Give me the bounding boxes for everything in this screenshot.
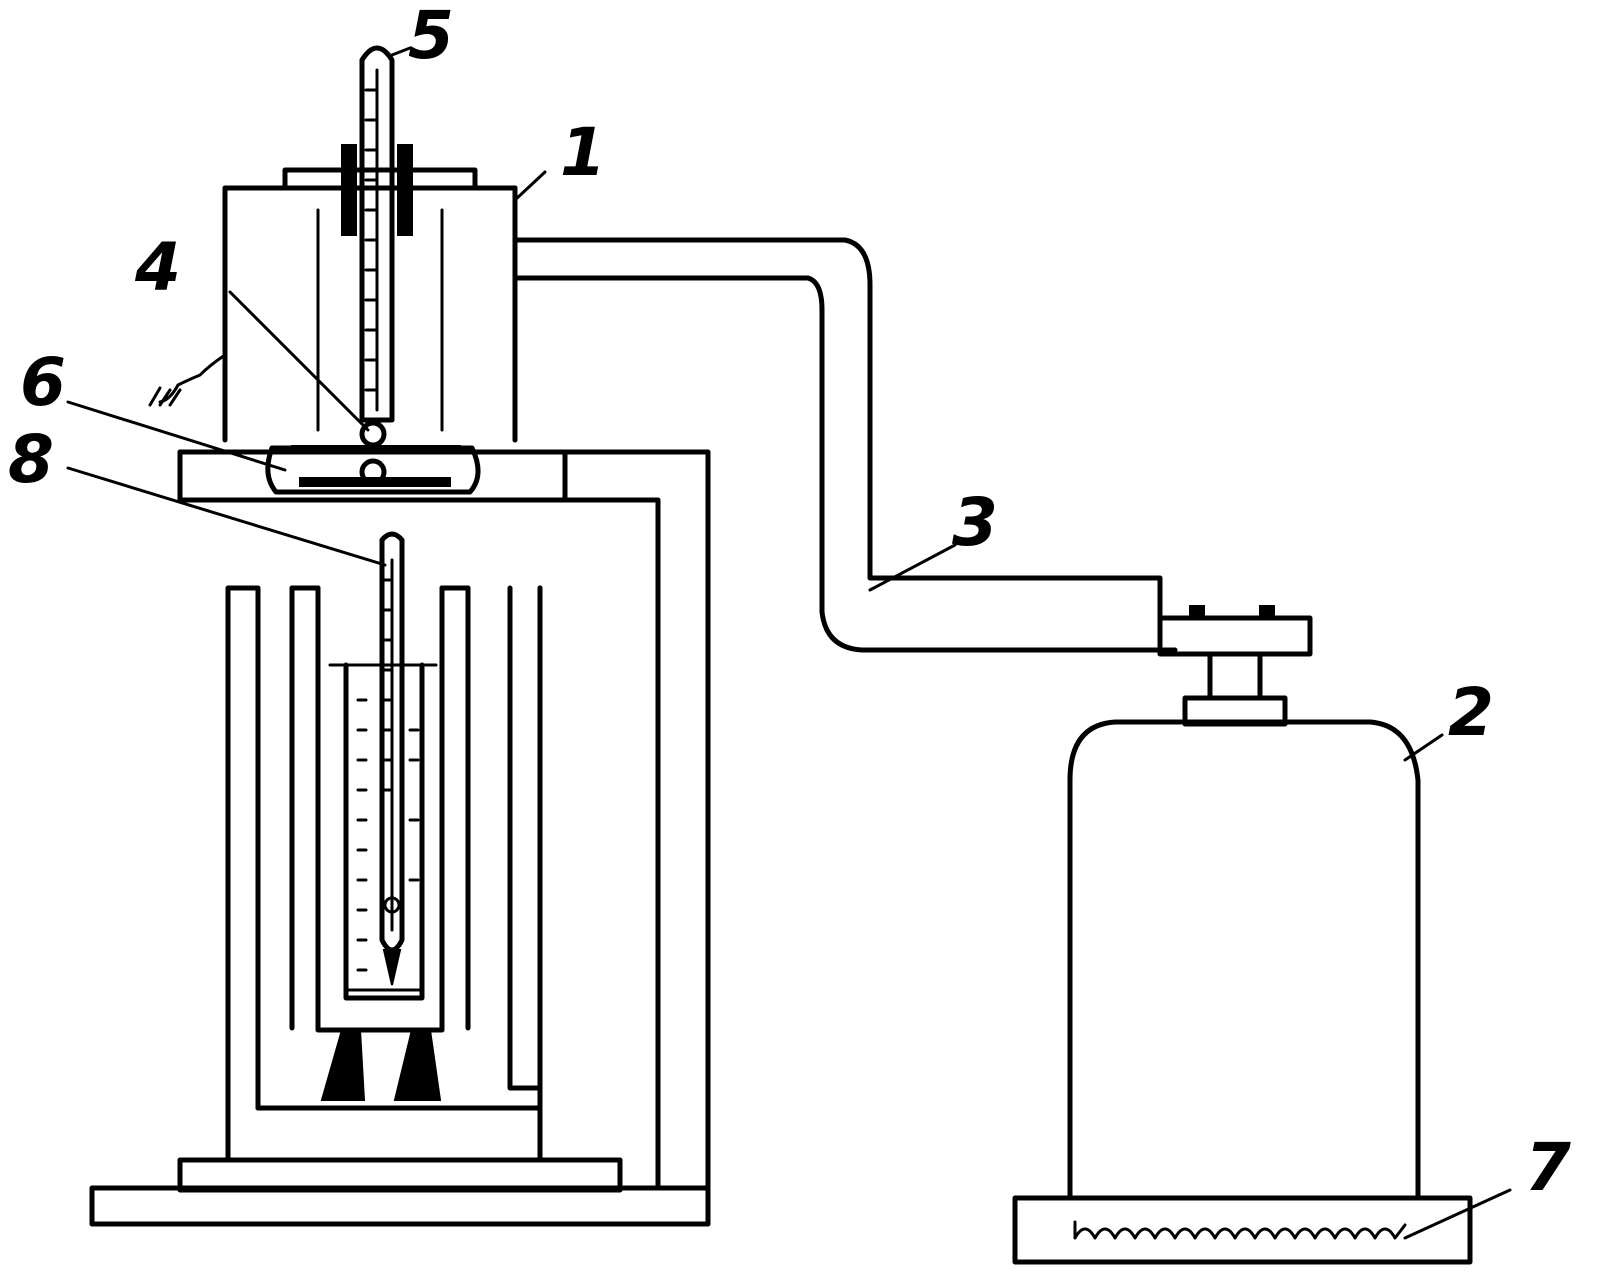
heater: [1012, 1195, 1473, 1265]
label-valve: 4: [134, 229, 181, 306]
cylinder-valve: [1157, 605, 1313, 727]
wire: [148, 353, 227, 407]
top-thermometer: [341, 45, 413, 423]
label-cylinder: 2: [1448, 674, 1494, 751]
inner-frame: [225, 585, 543, 1163]
label-heater: 7: [1525, 1129, 1571, 1206]
gas-cylinder: [1067, 719, 1421, 1201]
label-tube-thermometer: 8: [8, 421, 54, 498]
tube-supports: [320, 1029, 442, 1101]
label-hose: 3: [952, 484, 998, 561]
label-clamp: 6: [20, 344, 66, 421]
base-platform: [89, 1157, 711, 1227]
leader-lines: [66, 46, 1512, 1240]
label-vessel: 1: [560, 114, 606, 191]
hose: [512, 185, 1178, 653]
tube-holder: [289, 585, 471, 1033]
label-top-thermometer: 5: [408, 0, 454, 74]
test-tube: [328, 662, 438, 1001]
tube-thermometer: [379, 531, 405, 986]
valve: [359, 420, 387, 486]
